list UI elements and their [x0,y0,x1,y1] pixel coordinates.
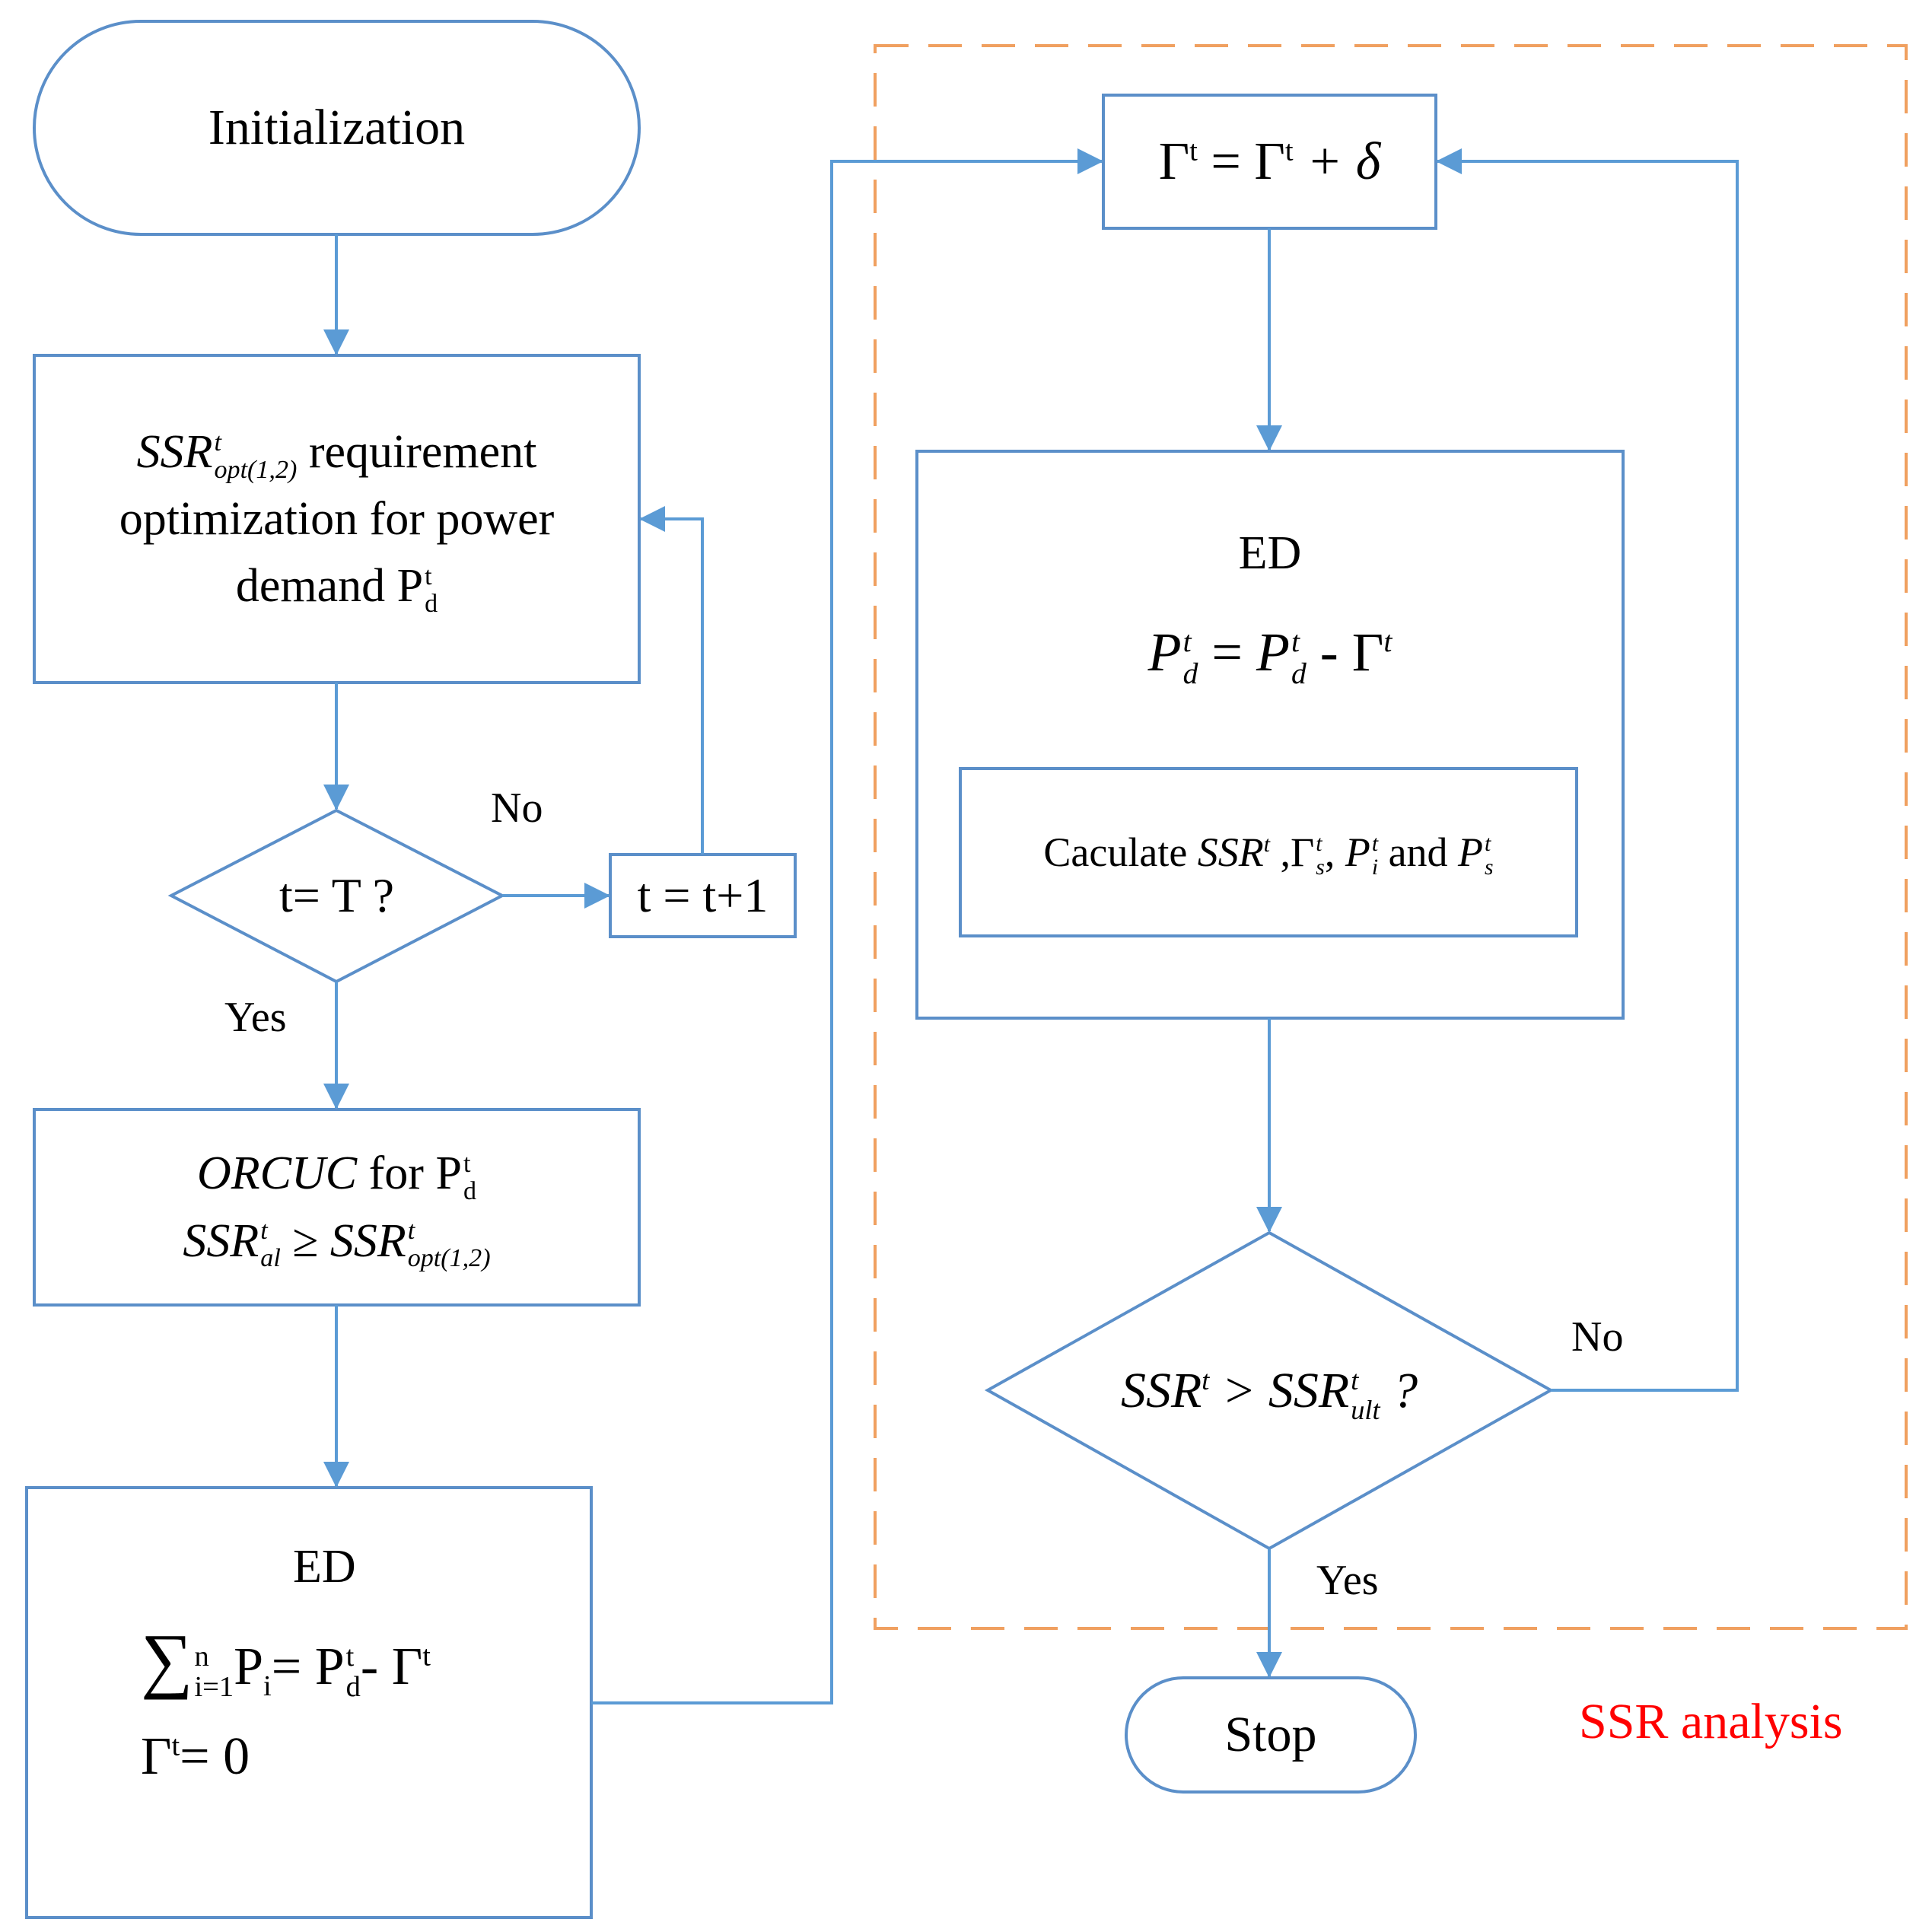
check-t-node: t= T ? [171,810,502,982]
orcuc-box-shape [33,1108,641,1307]
arrow-check-no-to-gamma [1436,148,1739,1392]
ed-initial-box-shape [25,1486,593,1919]
edge-label-yes-ssr: Yes [1316,1557,1379,1604]
ssr-analysis-region [874,44,1908,1630]
ed-initial-gamma: Γt= 0 [141,1727,250,1787]
ssr-analysis-label: SSR analysis [1579,1694,1843,1749]
edge-label-no-t: No [491,785,543,832]
initialization-node: Initialization [34,21,639,234]
ed-initial-title: ED [293,1541,356,1593]
arrow-ed-to-gamma [591,148,1103,1704]
edge-label-yes-t: Yes [224,994,287,1041]
arrow-increment-to-ssr [639,506,704,855]
ssr-opt-line2: optimization for power [119,492,555,545]
stop-label: Stop [1224,1707,1317,1763]
gamma-update-node: Γt = Γt + δ [1103,95,1436,228]
increment-node: t = t+1 [610,855,795,937]
stop-terminator-shape [1125,1676,1417,1794]
gamma-update-formula: Γt = Γt + δ [1158,132,1381,191]
increment-label: t = t+1 [637,867,769,922]
calculate-box-shape [959,767,1578,937]
check-t-label: t= T ? [279,868,395,923]
initialization-label: Initialization [208,100,466,156]
edge-label-no-ssr: No [1571,1313,1624,1361]
ed-loop-title: ED [1238,527,1302,579]
stop-node: Stop [1126,1678,1415,1792]
gamma-update-box-shape [1102,94,1437,230]
ssr-opt-box-shape [33,354,641,684]
